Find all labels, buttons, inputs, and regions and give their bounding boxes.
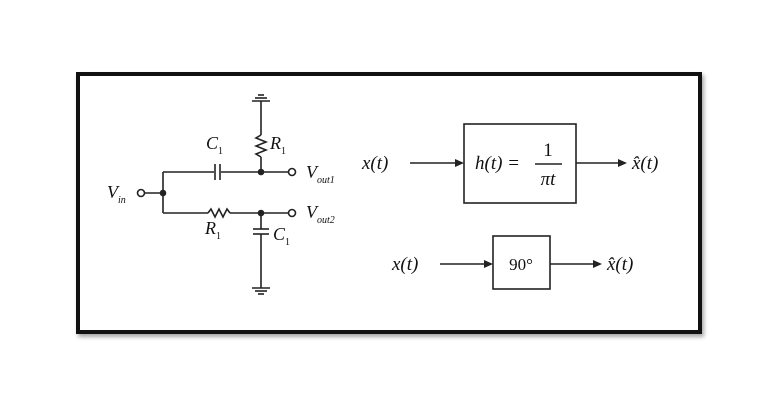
phase-box <box>492 235 551 290</box>
phase-input-label: x(t) <box>391 254 418 275</box>
vout1-label: Vout1 <box>306 162 335 186</box>
r-top-label: R1 <box>269 133 286 157</box>
hilbert-input-arrowhead <box>455 159 464 167</box>
vout2-terminal <box>287 208 297 218</box>
fraction-numerator: 1 <box>543 140 553 161</box>
fraction-denominator: πt <box>541 169 557 190</box>
circuit <box>136 94 297 295</box>
phase-output-label: x̂(t) <box>606 254 633 275</box>
diagram-frame <box>76 72 702 334</box>
c-top-label: C1 <box>206 133 223 157</box>
resistor-bottom <box>207 207 231 219</box>
vin-label: Vin <box>107 182 126 206</box>
hilbert-output-arrowhead <box>618 159 627 167</box>
vout1-terminal <box>287 167 297 177</box>
phase-input-arrowhead <box>484 260 493 268</box>
r-bottom-label: R1 <box>204 218 221 242</box>
hilbert-h-label: h(t) = <box>475 153 520 174</box>
phase-shift-label: 90° <box>509 255 533 274</box>
hilbert-input-label: x(t) <box>361 153 388 174</box>
vout2-label: Vout2 <box>306 202 335 226</box>
c-bottom-label: C1 <box>273 224 290 248</box>
phase-output-arrowhead <box>593 260 602 268</box>
resistor-top <box>253 134 269 158</box>
hilbert-output-label: x̂(t) <box>631 153 658 174</box>
vin-terminal <box>136 188 146 198</box>
